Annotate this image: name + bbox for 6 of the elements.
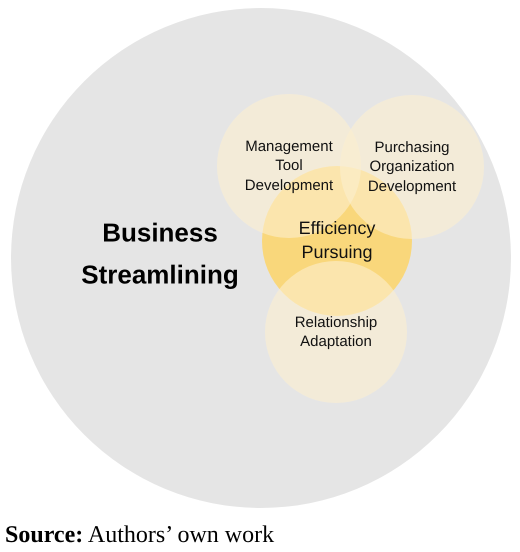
source-caption: Source: Authors’ own work [5,522,274,549]
circle-label: Purchasing Organization Development [368,138,456,196]
circle-label: Management Tool Development [244,137,334,195]
circle-label: Efficiency Pursuing [298,217,376,264]
circle-title: Business Streamlining [81,216,239,291]
circle-label: Relationship Adaptation [294,312,378,352]
